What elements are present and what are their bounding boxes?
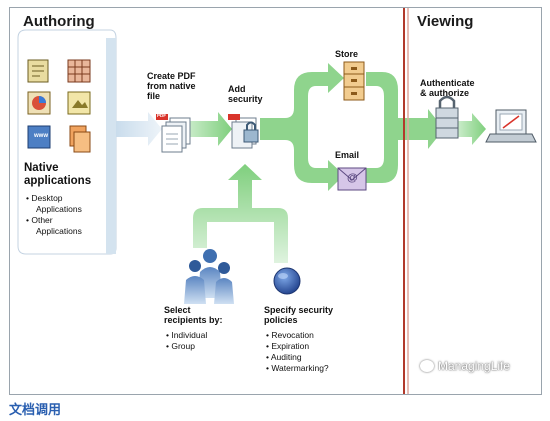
email-envelope-icon xyxy=(337,167,367,191)
native-panel-edge xyxy=(106,38,116,254)
wechat-logo-icon xyxy=(420,360,434,372)
add-security-label-line2: security xyxy=(228,94,263,104)
policies-item: Auditing xyxy=(266,352,329,363)
authenticate-label-line1: Authenticate xyxy=(420,78,475,88)
policies-list: Revocation Expiration Auditing Watermark… xyxy=(266,330,329,374)
arrow-pdf-to-security xyxy=(185,112,232,146)
add-security-label: Add security xyxy=(228,84,263,104)
app-icon-files xyxy=(69,125,91,153)
native-apps-list: Desktop Applications Other Applications xyxy=(26,193,82,237)
app-icon-document xyxy=(27,59,49,83)
policies-item: Expiration xyxy=(266,341,329,352)
recipients-list: Individual Group xyxy=(166,330,207,352)
authenticate-label: Authenticate & authorize xyxy=(420,78,475,98)
watermark: ManagingLife xyxy=(420,359,510,373)
globe-icon xyxy=(273,267,301,295)
people-group-icon xyxy=(184,249,234,304)
add-security-label-line1: Add xyxy=(228,84,246,94)
pdf-badge-label: PDF xyxy=(157,113,166,118)
recipients-title-line1: Select xyxy=(164,305,191,315)
native-apps-item: Applications xyxy=(26,204,82,215)
native-apps-item: Applications xyxy=(26,226,82,237)
create-pdf-label: Create PDF from native file xyxy=(147,71,196,101)
section-authoring-title: Authoring xyxy=(23,13,95,30)
recipients-title-line2: recipients by: xyxy=(164,315,223,325)
padlock-server-icon xyxy=(435,95,459,139)
app-icon-spreadsheet xyxy=(67,59,91,83)
authenticate-label-line2: & authorize xyxy=(420,88,470,98)
recipients-title: Select recipients by: xyxy=(164,305,223,325)
native-apps-title-line2: applications xyxy=(24,175,92,187)
native-apps-item-cont: Applications xyxy=(36,226,82,236)
native-apps-item-cont: Applications xyxy=(36,204,82,214)
create-pdf-label-line1: Create PDF xyxy=(147,71,196,81)
arrow-auth-to-view xyxy=(456,113,486,145)
filing-cabinet-icon xyxy=(343,61,365,101)
policies-title-line2: policies xyxy=(264,315,298,325)
arrow-up-to-security xyxy=(193,164,288,263)
create-pdf-label-line2: from native xyxy=(147,81,196,91)
policies-item: Revocation xyxy=(266,330,329,341)
pdf-document-icon xyxy=(156,114,191,153)
secure-document-icon xyxy=(228,114,259,149)
native-apps-title: Native applications xyxy=(24,162,91,188)
laptop-icon xyxy=(485,109,537,143)
app-icon-image xyxy=(67,91,91,115)
section-viewing-title: Viewing xyxy=(417,13,474,30)
watermark-text: ManagingLife xyxy=(438,359,511,373)
native-apps-title-line1: Native xyxy=(24,162,59,174)
arrow-split xyxy=(260,63,344,191)
email-label: Email xyxy=(335,150,360,160)
app-icon-web xyxy=(27,125,51,149)
policies-item: Watermarking? xyxy=(266,363,328,374)
recipients-item: Group xyxy=(166,341,207,352)
www-icon-label: www xyxy=(34,133,49,139)
store-label: Store xyxy=(335,49,359,59)
email-at-symbol: @ xyxy=(347,172,358,184)
caption-link[interactable]: 文档调用 xyxy=(9,403,62,418)
policies-title: Specify security policies xyxy=(264,305,333,325)
policies-title-line1: Specify security xyxy=(264,305,334,315)
arrow-panel-to-pdf xyxy=(116,112,162,146)
create-pdf-label-line3: file xyxy=(147,91,161,101)
native-apps-item: Other xyxy=(26,215,82,226)
recipients-item: Individual xyxy=(166,330,207,341)
diagram-frame: Authoring Viewing Native applications De… xyxy=(9,7,542,395)
native-apps-item: Desktop xyxy=(26,193,82,204)
app-icon-chart xyxy=(27,91,51,115)
